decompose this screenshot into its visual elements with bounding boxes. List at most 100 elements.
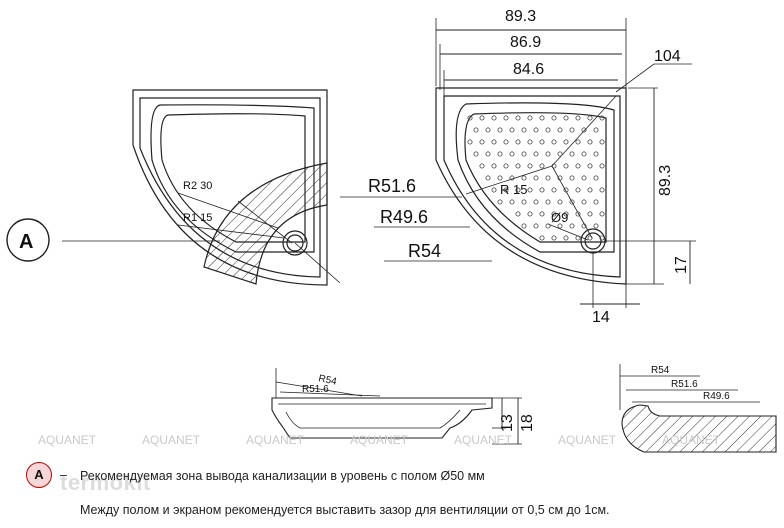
r15-leader bbox=[465, 165, 553, 195]
detail-view bbox=[6, 89, 341, 286]
anti-slip-dots bbox=[467, 115, 605, 241]
anti-slip-dot bbox=[491, 187, 497, 193]
anti-slip-dot bbox=[575, 235, 581, 241]
anti-slip-dot bbox=[563, 211, 569, 217]
plan-basin-inner bbox=[464, 112, 607, 243]
anti-slip-dot bbox=[551, 139, 557, 145]
anti-slip-dot bbox=[533, 199, 539, 205]
anti-slip-dot bbox=[509, 127, 515, 133]
top-dim-893: 89.3 bbox=[505, 8, 536, 25]
anti-slip-dot bbox=[491, 163, 497, 169]
anti-slip-dot bbox=[467, 115, 473, 121]
anti-slip-dot bbox=[569, 199, 575, 205]
legend-badge-a: A bbox=[26, 462, 52, 488]
anti-slip-dot bbox=[509, 175, 515, 181]
anti-slip-dot bbox=[539, 187, 545, 193]
anti-slip-dot bbox=[485, 175, 491, 181]
anti-slip-dot bbox=[587, 235, 593, 241]
anti-slip-dot bbox=[581, 199, 587, 205]
anti-slip-dot bbox=[509, 151, 515, 157]
anti-slip-dot bbox=[539, 211, 545, 217]
plan-drain-inner bbox=[584, 232, 602, 250]
termokit-logo: termokit bbox=[60, 470, 151, 495]
profile-h18: 18 bbox=[519, 414, 536, 432]
anti-slip-dot bbox=[521, 151, 527, 157]
anti-slip-dot bbox=[467, 139, 473, 145]
top-dim-846: 84.6 bbox=[513, 61, 544, 78]
anti-slip-dot bbox=[497, 127, 503, 133]
anti-slip-dot bbox=[587, 139, 593, 145]
anti-slip-dot bbox=[593, 223, 599, 229]
drain-outer bbox=[282, 230, 308, 256]
anti-slip-dot bbox=[479, 163, 485, 169]
watermark: AQUANET bbox=[142, 433, 201, 447]
anti-slip-dot bbox=[593, 175, 599, 181]
anti-slip-dot bbox=[599, 187, 605, 193]
anti-slip-dot bbox=[533, 175, 539, 181]
radius-r496: R49.6 bbox=[380, 207, 428, 227]
anti-slip-dot bbox=[593, 151, 599, 157]
anti-slip-dot bbox=[503, 139, 509, 145]
anti-slip-dot bbox=[473, 127, 479, 133]
anti-slip-dot bbox=[557, 175, 563, 181]
anti-slip-dot bbox=[599, 235, 605, 241]
anti-slip-dot bbox=[503, 163, 509, 169]
corner-leader bbox=[615, 63, 655, 93]
anti-slip-dot bbox=[563, 235, 569, 241]
anti-slip-dot bbox=[485, 127, 491, 133]
anti-slip-dot bbox=[551, 235, 557, 241]
anti-slip-dot bbox=[581, 151, 587, 157]
profile-r54-line bbox=[275, 381, 363, 397]
anti-slip-dot bbox=[539, 139, 545, 145]
plan-outline bbox=[435, 87, 627, 285]
anti-slip-dot bbox=[539, 235, 545, 241]
anti-slip-dot bbox=[521, 127, 527, 133]
d9-leader bbox=[547, 223, 589, 241]
r230-leader bbox=[177, 192, 279, 229]
anti-slip-dot bbox=[533, 127, 539, 133]
detail-label-a: A bbox=[19, 231, 33, 253]
top-dim-869: 86.9 bbox=[510, 34, 541, 51]
section-hatch bbox=[621, 404, 777, 453]
radius-r15: R 15 bbox=[500, 182, 527, 197]
anti-slip-dot bbox=[545, 127, 551, 133]
anti-slip-dot bbox=[497, 175, 503, 181]
anti-slip-dot bbox=[515, 163, 521, 169]
anti-slip-dot bbox=[563, 115, 569, 121]
tray-basin-inner bbox=[160, 113, 306, 243]
profile-r516-line bbox=[279, 391, 381, 397]
anti-slip-dot bbox=[497, 199, 503, 205]
watermark: AQUANET bbox=[662, 433, 721, 447]
anti-slip-dot bbox=[491, 139, 497, 145]
anti-slip-dot bbox=[599, 211, 605, 217]
anti-slip-dot bbox=[551, 163, 557, 169]
anti-slip-dot bbox=[521, 175, 527, 181]
anti-slip-dot bbox=[515, 139, 521, 145]
section-r496: R49.6 bbox=[703, 391, 730, 402]
anti-slip-dot bbox=[599, 163, 605, 169]
drain-inner bbox=[286, 234, 304, 252]
anti-slip-dot bbox=[515, 187, 521, 193]
anti-slip-dot bbox=[497, 151, 503, 157]
anti-slip-dot bbox=[533, 223, 539, 229]
anti-slip-dot bbox=[545, 151, 551, 157]
detail-r230: R2 30 bbox=[183, 180, 212, 192]
anti-slip-dot bbox=[503, 115, 509, 121]
anti-slip-dot bbox=[575, 163, 581, 169]
profile-r516: R51.6 bbox=[302, 384, 329, 395]
drain-diameter: Ø9 bbox=[551, 210, 568, 225]
plan-basin bbox=[455, 102, 615, 253]
label-a-circle bbox=[6, 218, 50, 262]
anti-slip-dot bbox=[563, 139, 569, 145]
anti-slip-dot bbox=[551, 211, 557, 217]
anti-slip-dot bbox=[515, 115, 521, 121]
bottom-dim-14: 14 bbox=[592, 309, 610, 326]
anti-slip-dot bbox=[533, 151, 539, 157]
anti-slip-dot bbox=[563, 163, 569, 169]
anti-slip-dot bbox=[491, 115, 497, 121]
profile-basin bbox=[285, 409, 461, 429]
anti-slip-dot bbox=[581, 175, 587, 181]
detail-r115: R1 15 bbox=[183, 212, 212, 224]
anti-slip-dot bbox=[479, 115, 485, 121]
radius-to-corner bbox=[551, 95, 617, 167]
